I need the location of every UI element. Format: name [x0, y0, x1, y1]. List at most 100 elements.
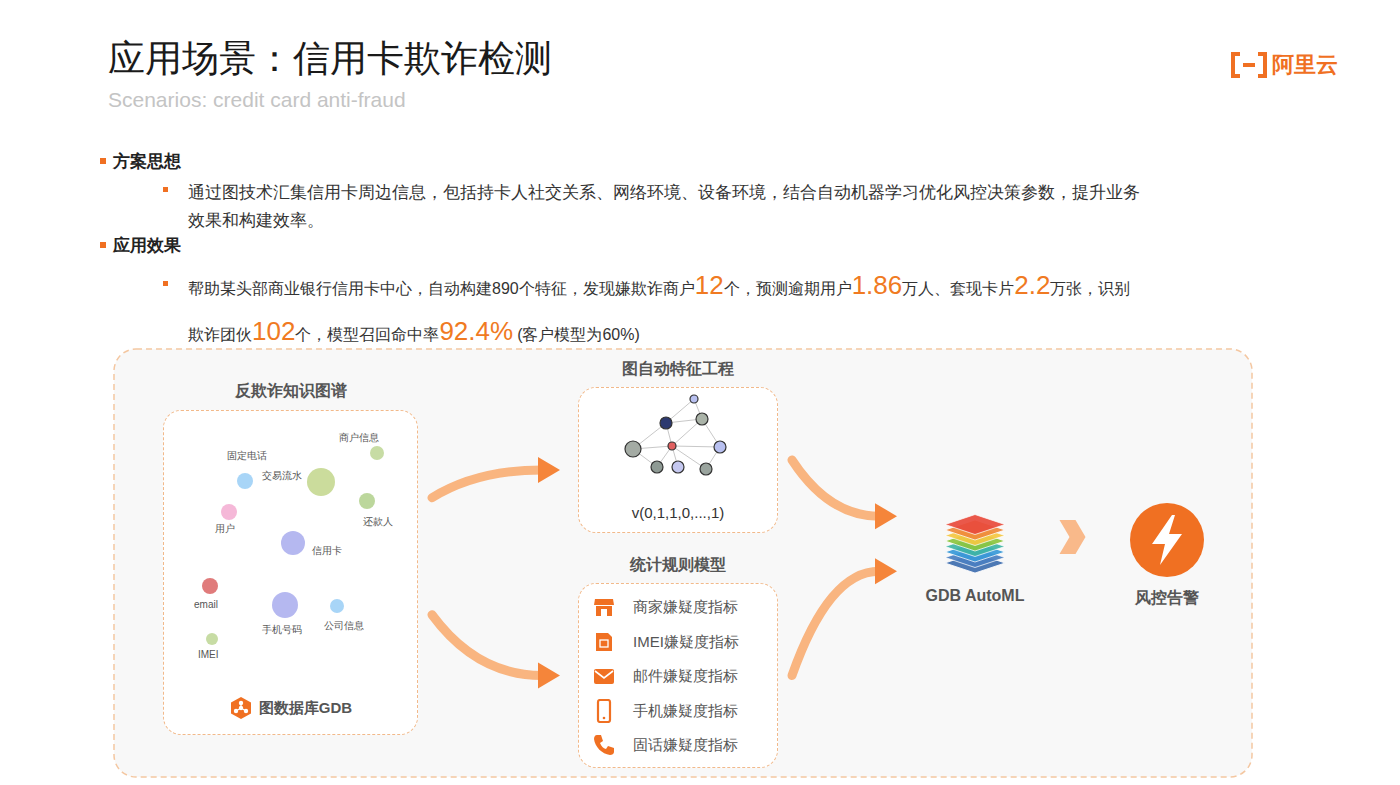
- graph-dot: [651, 461, 663, 473]
- phone-outline: [598, 700, 610, 722]
- result-paragraph: 帮助某头部商业银行信用卡中心，自动构建890个特征，发现嫌欺诈商户12个，预测逾…: [188, 264, 1143, 356]
- stack-layer: [945, 515, 1005, 535]
- envelope: [594, 669, 614, 684]
- flow-curve: [792, 460, 879, 516]
- indicator-text: 邮件嫌疑度指标: [633, 666, 738, 686]
- knowledge-graph-panel: 反欺诈知识图谱图数据库GDB商户信息固定电话交易流水还款人用户信用卡email手…: [163, 410, 418, 735]
- graph-dot: [625, 441, 641, 457]
- section-heading: 应用效果: [113, 234, 181, 257]
- node-label: GDB AutoML: [895, 587, 1055, 605]
- logo-text: 阿里云: [1272, 50, 1338, 80]
- gdb-link: [236, 703, 246, 711]
- flow-curve: [792, 571, 879, 675]
- flow-arrow: [432, 457, 560, 498]
- panel-heading: 统计规则模型: [539, 555, 817, 576]
- entity-circle: IMEI: [206, 633, 218, 645]
- feature-panel: 图自动特征工程v(0,1,1,0,...,1): [578, 387, 778, 533]
- highlight-number: 92.4%: [439, 316, 513, 346]
- entity-label: 还款人: [363, 516, 393, 528]
- entity-circle: 公司信息: [330, 599, 344, 613]
- graph-dot: [696, 413, 708, 425]
- graph-dot: [660, 417, 672, 429]
- graph-dot: [700, 463, 712, 475]
- bullet: [163, 281, 168, 286]
- indicator-icon: [592, 595, 616, 619]
- entity-label: 手机号码: [262, 624, 302, 636]
- highlight-number: 102: [252, 316, 295, 346]
- body-text: 通过图技术汇集信用卡周边信息，包括持卡人社交关系、网络环境、设备环境，结合自动机…: [188, 178, 1153, 234]
- highlight-number: 2.2: [1014, 270, 1050, 300]
- automl-stack-icon: [943, 505, 1007, 577]
- subtitle: Scenarios: credit card anti-fraud: [108, 88, 406, 112]
- alert-node: 风控告警: [1120, 500, 1214, 612]
- entity-circle: 用户: [221, 504, 237, 520]
- arrowhead: [875, 503, 897, 529]
- graph-dot: [714, 441, 726, 453]
- indicator-text: 商家嫌疑度指标: [633, 597, 738, 617]
- section-heading: 方案思想: [113, 150, 181, 173]
- sim-chip: [600, 640, 608, 647]
- graph-illustration: [622, 393, 734, 485]
- entity-circle: 商户信息: [370, 446, 384, 460]
- chevron: [1060, 520, 1086, 554]
- panel-heading: 反欺诈知识图谱: [124, 381, 457, 402]
- gdb-hexagon: [231, 697, 251, 719]
- flow-curve: [432, 615, 542, 676]
- arrowhead: [538, 663, 560, 689]
- graph-dot: [668, 442, 676, 450]
- panel-footer: 图数据库GDB: [259, 699, 352, 716]
- body-text: 个，模型召回命中率: [295, 326, 439, 343]
- entity-label: 用户: [215, 523, 235, 535]
- body-text: (客户模型为60%): [517, 326, 640, 343]
- graph-dot: [690, 395, 698, 403]
- store-body: [596, 606, 612, 616]
- handset: [594, 735, 614, 755]
- indicator-text: IMEI嫌疑度指标: [633, 632, 739, 652]
- entity-circle: 信用卡: [281, 531, 305, 555]
- automl-node: GDB AutoML: [915, 503, 1035, 613]
- envelope-flap: [595, 671, 613, 678]
- bullet: [100, 158, 106, 164]
- flow-curve: [432, 470, 542, 498]
- arrowhead: [538, 457, 560, 483]
- chevron-arrow: [1060, 520, 1086, 554]
- entity-label: IMEI: [198, 649, 219, 661]
- logo-icon: [1233, 54, 1265, 76]
- store-awning: [594, 599, 614, 605]
- phone-button: [603, 716, 606, 719]
- indicator-text: 固话嫌疑度指标: [633, 735, 738, 755]
- flow-arrow: [792, 558, 897, 675]
- indicator-icon: [592, 630, 616, 654]
- gdb-row: 图数据库GDB: [164, 696, 417, 720]
- indicator-text: 手机嫌疑度指标: [633, 701, 738, 721]
- entity-circle: 手机号码: [272, 592, 298, 618]
- indicator-icon: [592, 733, 616, 757]
- node-label: 风控告警: [1100, 588, 1234, 609]
- entity-label: 固定电话: [227, 450, 267, 462]
- indicator-icon: [592, 699, 616, 723]
- body-text: 帮助某头部商业银行信用卡中心，自动构建890个特征，发现嫌欺诈商户: [188, 280, 695, 297]
- body-text: 万人、套现卡片: [902, 280, 1014, 297]
- body-text: 个，预测逾期用户: [724, 280, 852, 297]
- flow-arrow: [792, 460, 897, 529]
- outer-panel: [114, 349, 1252, 777]
- rules-panel: 统计规则模型商家嫌疑度指标IMEI嫌疑度指标邮件嫌疑度指标手机嫌疑度指标固话嫌疑…: [578, 583, 778, 768]
- entity-label: email: [194, 599, 218, 611]
- entity-circle: 固定电话: [237, 473, 253, 489]
- alert-icon: [1128, 501, 1206, 579]
- bullet: [163, 187, 168, 192]
- entity-label: 交易流水: [262, 470, 302, 482]
- highlight-number: 1.86: [852, 270, 903, 300]
- title: 应用场景：信用卡欺诈检测: [108, 34, 552, 84]
- panel-heading: 图自动特征工程: [539, 359, 817, 380]
- graph-link: [672, 446, 720, 447]
- feature-vector: v(0,1,1,0,...,1): [579, 504, 777, 521]
- indicator-icon: [592, 664, 616, 688]
- lightning: [1152, 515, 1182, 565]
- flow-arrow: [432, 615, 560, 689]
- alert-circle: [1130, 503, 1204, 577]
- entity-circle: 还款人: [359, 493, 375, 509]
- sim-card: [596, 633, 612, 651]
- arrowhead: [875, 558, 897, 584]
- entity-circle: 交易流水: [307, 468, 335, 496]
